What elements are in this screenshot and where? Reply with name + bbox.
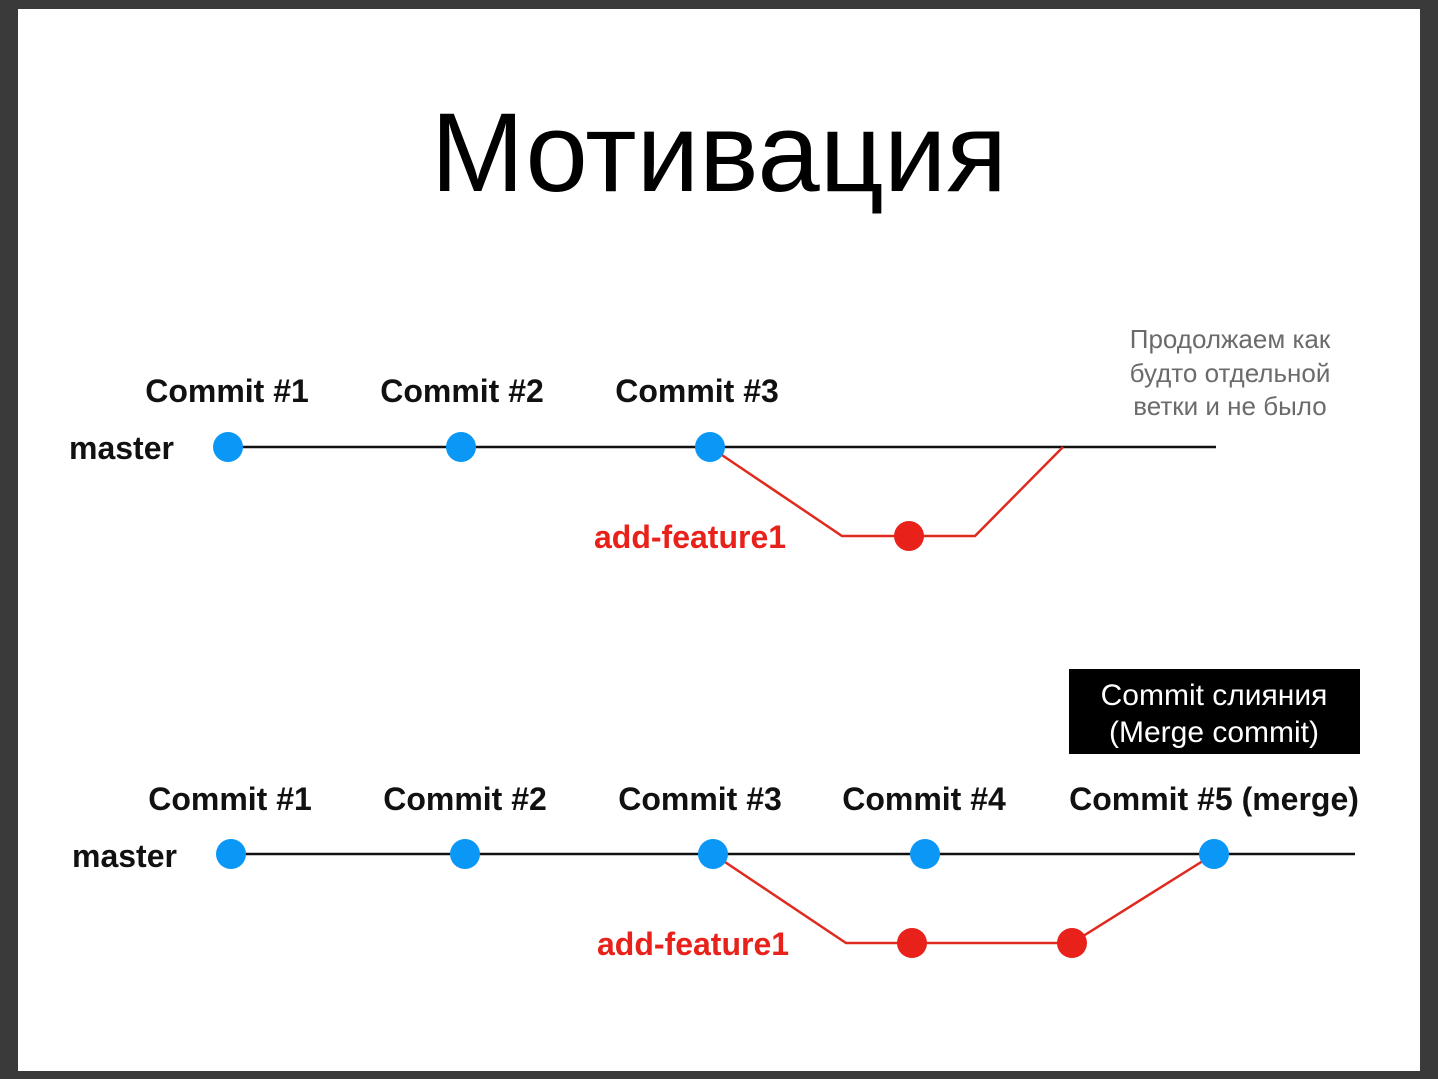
- merge-commit-box: [1069, 669, 1360, 754]
- bottom-feature-branch-line: [712, 852, 1215, 945]
- bottom-master-label: master: [72, 838, 177, 874]
- bottom-feature-commit-1-dot: [897, 928, 927, 958]
- bottom-commit-3-label: Commit #3: [618, 781, 782, 817]
- top-diagram: Продолжаем как будто отдельной ветки и н…: [69, 324, 1331, 555]
- bottom-commit-1-dot: [216, 839, 246, 869]
- top-commit-3-dot: [695, 432, 725, 462]
- top-feature-branch-label: add-feature1: [594, 519, 786, 555]
- slide-title: Мотивация: [431, 90, 1007, 215]
- bottom-feature-branch-label: add-feature1: [597, 926, 789, 962]
- bottom-commit-4-label: Commit #4: [842, 781, 1006, 817]
- top-note-line-2: будто отдельной: [1130, 358, 1331, 388]
- bottom-diagram: Commit слияния (Merge commit) Commit #1 …: [72, 669, 1360, 962]
- top-master-label: master: [69, 430, 174, 466]
- merge-box-line-1: Commit слияния: [1101, 679, 1328, 712]
- bottom-commit-4-dot: [910, 839, 940, 869]
- slide: Мотивация Продолжаем как будто отдельной…: [18, 9, 1420, 1071]
- git-branch-diagram: Мотивация Продолжаем как будто отдельной…: [69, 90, 1360, 962]
- top-note-line-1: Продолжаем как: [1130, 324, 1331, 354]
- top-feature-commit-dot: [894, 521, 924, 551]
- merge-box-line-2: (Merge commit): [1109, 716, 1319, 749]
- bottom-commit-3-dot: [698, 839, 728, 869]
- top-commit-2-dot: [446, 432, 476, 462]
- bottom-commit-2-dot: [450, 839, 480, 869]
- bottom-commit-2-label: Commit #2: [383, 781, 547, 817]
- top-note-line-3: ветки и не было: [1133, 391, 1326, 421]
- bottom-feature-commit-2-dot: [1057, 928, 1087, 958]
- top-commit-1-dot: [213, 432, 243, 462]
- top-commit-1-label: Commit #1: [145, 373, 309, 409]
- bottom-commit-5-merge-dot: [1199, 839, 1229, 869]
- top-commit-3-label: Commit #3: [615, 373, 779, 409]
- top-commit-2-label: Commit #2: [380, 373, 544, 409]
- bottom-commit-5-label: Commit #5 (merge): [1069, 781, 1359, 817]
- bottom-commit-1-label: Commit #1: [148, 781, 312, 817]
